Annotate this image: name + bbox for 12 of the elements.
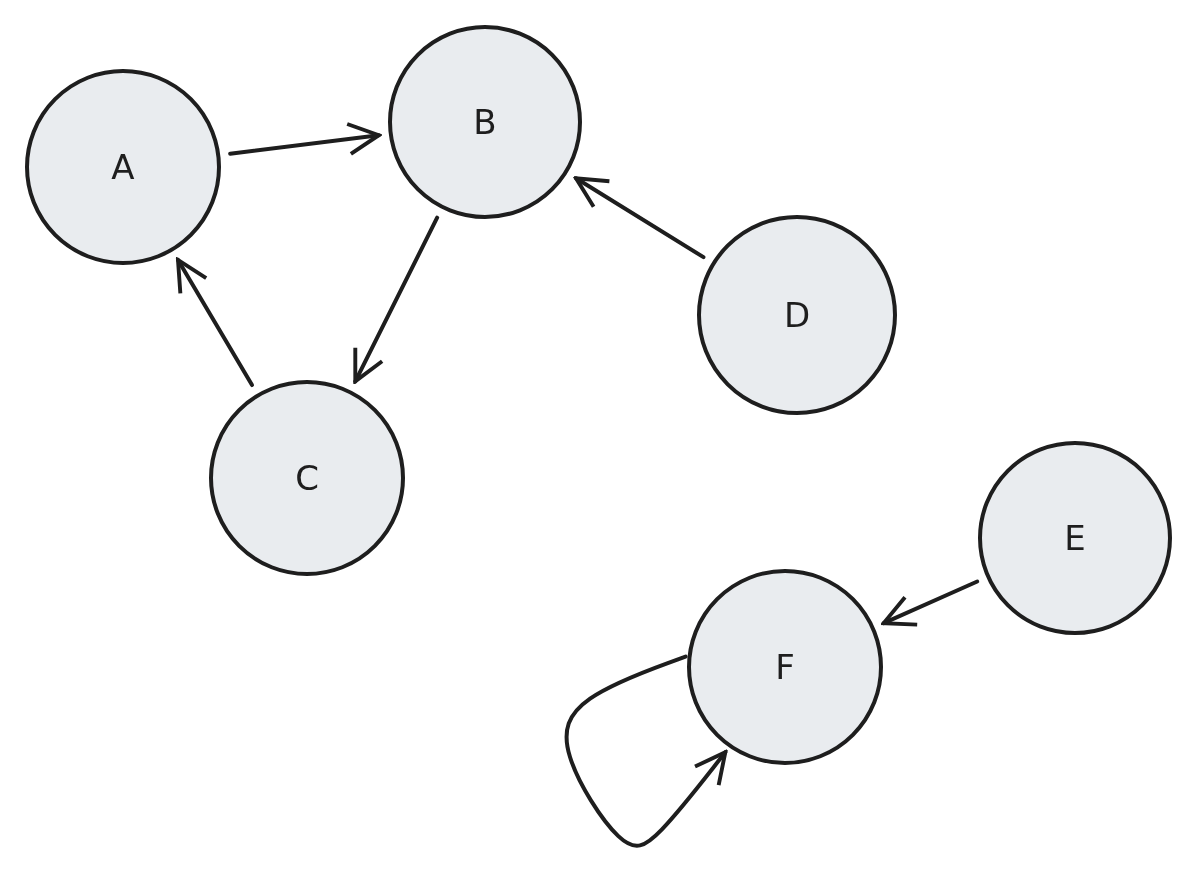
node-label: E <box>1064 518 1086 558</box>
node-label: F <box>775 647 795 687</box>
node-label: C <box>295 458 319 498</box>
node-label: A <box>111 147 135 187</box>
arrow <box>353 215 440 384</box>
node-label: B <box>473 102 497 142</box>
arrow <box>176 257 254 388</box>
arrow <box>564 654 728 848</box>
arrow <box>574 176 706 260</box>
arrow <box>228 122 381 156</box>
node-label: D <box>783 295 811 335</box>
arrow <box>881 579 980 627</box>
